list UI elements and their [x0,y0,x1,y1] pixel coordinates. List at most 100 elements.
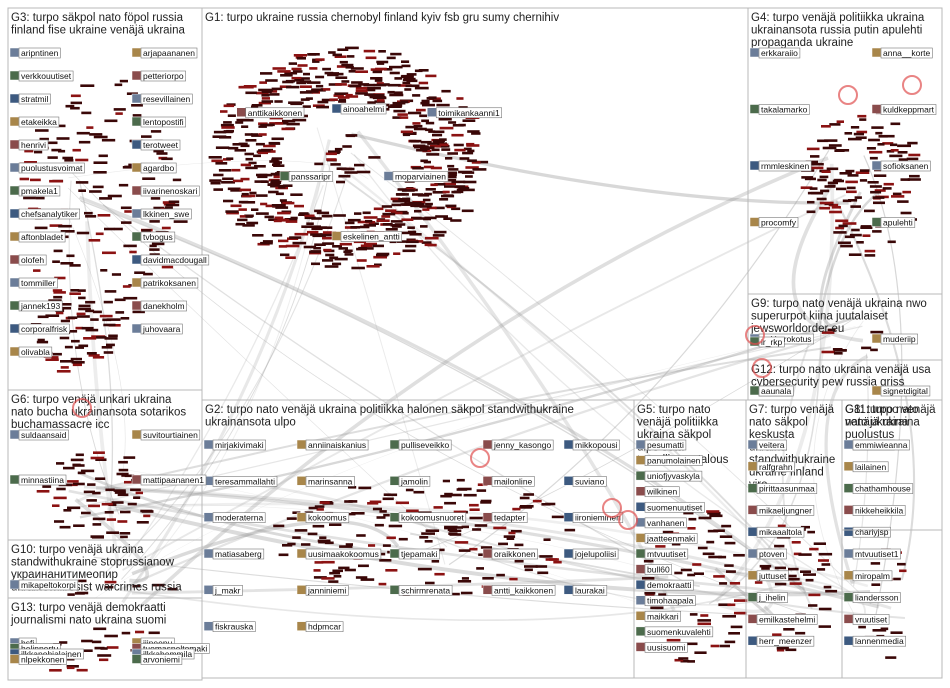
node-label[interactable]: j_makr [204,585,243,595]
node-label[interactable]: muderiip [872,334,918,344]
node-label[interactable]: chefsanalytiker [10,209,80,219]
node-label[interactable]: aaunala [750,386,793,396]
node-label[interactable]: bull60 [636,565,672,575]
node-label[interactable]: uniofjyvaskyla [636,471,702,481]
node-label[interactable]: jannek193 [10,301,62,311]
node-label[interactable]: mtvuutiset1 [844,549,901,559]
node-label[interactable]: tjepamaki [390,549,439,559]
node-label[interactable]: terotweet [132,140,180,150]
node-label[interactable]: ir_rkp [750,337,784,347]
node-label[interactable]: signetdigital [872,386,930,396]
node-label[interactable]: pulliseveikko [390,440,451,450]
node-label[interactable]: wilkinen [636,487,679,497]
node-label[interactable]: mattipaananen1 [132,475,206,485]
node-label[interactable]: iivarinenoskari [132,186,199,196]
node-label[interactable]: eskelinen_antti [332,232,402,242]
node-label[interactable]: tedapter [483,513,527,523]
node-label[interactable]: jaatteenmaki [636,533,697,543]
node-label[interactable]: miropalm [844,571,892,581]
node-label[interactable]: suomenuutiset [636,502,704,512]
node-label[interactable]: kokoomusnuoret [390,513,466,523]
node-label[interactable]: ainoahelmi [332,104,386,114]
node-label[interactable]: vruutiset [844,614,889,624]
node-label[interactable]: anna__korte [872,48,932,58]
node-label[interactable]: patrikoksanen [132,278,198,288]
node-label[interactable]: mtvuutiset [636,549,688,559]
node-label[interactable]: emilkastehelmi [748,614,817,624]
node-label[interactable]: toimikankaanni1 [427,108,501,118]
node-label[interactable]: veitera [748,440,787,450]
node-label[interactable]: agardbo [132,163,176,173]
node-label[interactable]: petteriorpo [132,71,186,81]
node-label[interactable]: anttikaikkonen [237,108,304,118]
node-label[interactable]: kokoomus [297,513,349,523]
node-label[interactable]: liandersson [844,593,901,603]
node-label[interactable]: danekholm [132,301,187,311]
node-label[interactable]: jenny_kasongo [483,440,553,450]
node-label[interactable]: davidmacdougall [132,255,209,265]
node-label[interactable]: demokraatti [636,580,693,590]
node-label[interactable]: rmmleskinen [750,161,811,171]
node-label[interactable]: juhovaara [132,324,182,334]
node-label[interactable]: jojelupoliisi [564,549,618,559]
node-label[interactable]: moparviainen [384,172,448,182]
node-label[interactable]: aftonbladet [10,232,65,242]
node-label[interactable]: anniinaiskanius [297,440,368,450]
node-label[interactable]: lannenmedia [844,636,906,646]
node-label[interactable]: olivabla [10,347,52,357]
node-label[interactable]: matiasaberg [204,549,264,559]
node-label[interactable]: tommiller [10,278,58,288]
node-label[interactable]: mikkopousi [564,440,620,450]
node-label[interactable]: arjapaananen [132,48,197,58]
node-label[interactable]: corporalfrisk [10,324,69,334]
node-label[interactable]: arvoniemi [132,655,182,665]
node-label[interactable]: puolustusvoimat [10,163,84,173]
node-label[interactable]: mikapeltokorpi [10,580,78,590]
node-label[interactable]: panssaripr [280,172,333,182]
node-label[interactable]: mailonline [483,476,534,486]
node-label[interactable]: marinsanna [297,476,354,486]
node-label[interactable]: stratmil [10,94,50,104]
node-label[interactable]: pmakela1 [10,186,60,196]
node-label[interactable]: suldaansaid [10,430,68,440]
node-label[interactable]: etakeikka [10,117,59,127]
node-label[interactable]: emmiwieanna [844,440,910,450]
node-label[interactable]: lkkinen_swe [132,209,191,219]
node-label[interactable]: aripntinen [10,48,60,58]
node-label[interactable]: pesumatti [636,440,686,450]
node-label[interactable]: antti_kaikkonen [483,585,555,595]
node-label[interactable]: teresammallahti [204,476,277,486]
node-label[interactable]: suvitourtiainen [132,430,200,440]
node-label[interactable]: tvbogus [132,232,175,242]
node-label[interactable]: panumolainen [636,456,702,466]
node-label[interactable]: janniniemi [297,585,348,595]
node-label[interactable]: suomenkuvalehti [636,627,713,637]
node-label[interactable]: juttuset [748,571,788,581]
node-label[interactable]: mirjakivimaki [204,440,266,450]
node-label[interactable]: jamolin [390,476,430,486]
node-label[interactable]: apulehti [872,218,915,228]
node-label[interactable]: olofeh [10,255,46,265]
node-label[interactable]: mikaaaltola [748,527,804,537]
node-label[interactable]: lentopostifi [132,117,186,127]
node-label[interactable]: kuldkeppmart [872,105,936,115]
node-label[interactable]: uusimaakokoomus [297,549,381,559]
node-label[interactable]: schirmrenata [390,585,452,595]
node-label[interactable]: uusisuomi [636,642,687,652]
node-label[interactable]: pirittaasunmaa [748,484,817,494]
node-label[interactable]: herr_meenzer [748,636,814,646]
node-label[interactable]: ralfgrahn [748,462,795,472]
node-label[interactable]: suviano [564,476,606,486]
node-label[interactable]: hdpmcar [297,622,343,632]
node-label[interactable]: moderaterna [204,513,265,523]
node-label[interactable]: minnastiina [10,475,66,485]
node-label[interactable]: laurakai [564,585,607,595]
node-label[interactable]: henrivi [10,140,48,150]
node-label[interactable]: oraikkonen [483,549,538,559]
node-label[interactable]: maikkari [636,611,681,621]
node-label[interactable]: vanhanen [636,518,686,528]
node-label[interactable]: fiskrauska [204,622,255,632]
node-label[interactable]: procomfy [750,218,798,228]
node-label[interactable]: nlpekkonen [10,655,67,665]
node-label[interactable]: timohaapala [636,596,695,606]
